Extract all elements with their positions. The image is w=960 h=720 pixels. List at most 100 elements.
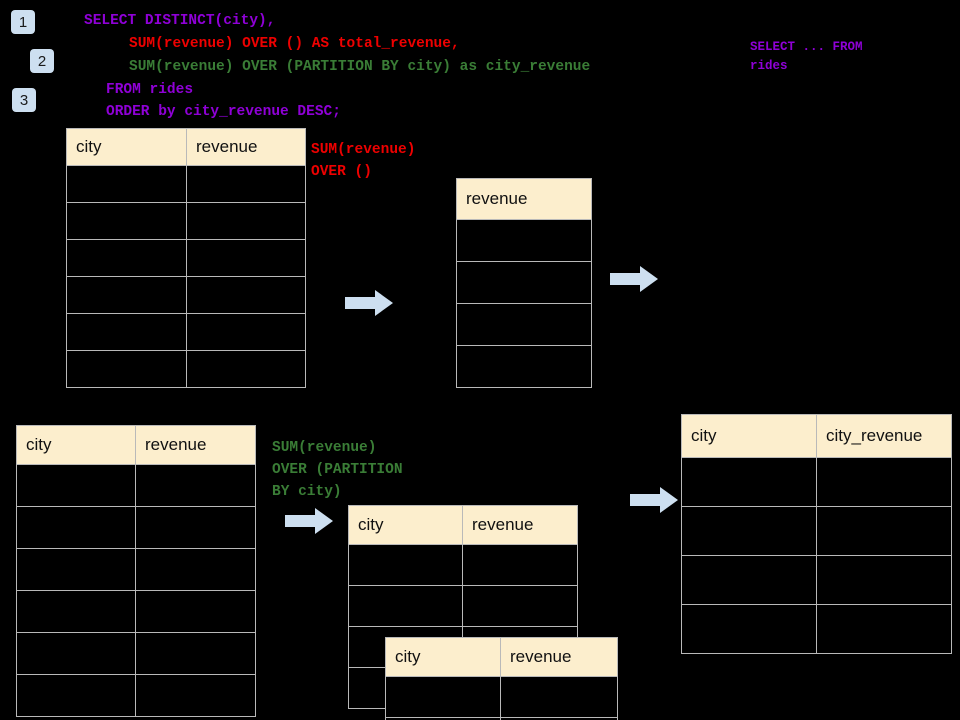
table-cell xyxy=(135,506,256,549)
table-cell xyxy=(816,457,952,507)
annotation-sum-over-empty: SUM(revenue) OVER () xyxy=(311,139,415,183)
step-badge-2: 2 xyxy=(30,49,54,73)
table-cell xyxy=(66,276,187,314)
table-cell xyxy=(681,555,817,605)
arrow-top-left xyxy=(345,290,393,316)
column-header-revenue: revenue xyxy=(186,128,306,166)
table-cell xyxy=(135,548,256,591)
table-row xyxy=(385,717,618,720)
table-cell xyxy=(16,590,136,633)
step-badge-3: 3 xyxy=(12,88,36,112)
annotation-sum-over-empty-line-2: OVER () xyxy=(311,164,372,180)
right-arrow-icon xyxy=(285,508,333,534)
column-header-city: city xyxy=(66,128,187,166)
table-row xyxy=(66,239,306,277)
annotation-select-from-rides: SELECT ... FROM rides xyxy=(750,38,863,76)
column-header-revenue: revenue xyxy=(500,637,618,677)
sql-line-5: ORDER by city_revenue DESC; xyxy=(106,104,341,120)
table-row xyxy=(456,345,592,388)
column-header-city_revenue: city_revenue xyxy=(816,414,952,458)
table-row xyxy=(66,313,306,351)
table-total-revenue: revenue xyxy=(456,178,592,388)
sql-line-4: FROM rides xyxy=(106,82,194,98)
table-cell xyxy=(456,303,592,346)
table-cell xyxy=(385,676,501,718)
table-cell xyxy=(456,261,592,304)
table-cell xyxy=(816,506,952,556)
table-row xyxy=(681,555,952,605)
table-row xyxy=(456,303,592,346)
column-header-city: city xyxy=(16,425,136,465)
arrow-bottom-left xyxy=(285,508,333,534)
table-row xyxy=(16,674,256,717)
table-cell xyxy=(462,544,578,586)
table-cell xyxy=(135,674,256,717)
table-cell xyxy=(135,464,256,507)
table-row xyxy=(66,276,306,314)
column-header-city: city xyxy=(681,414,817,458)
arrow-top-right xyxy=(610,266,658,292)
column-header-revenue: revenue xyxy=(462,505,578,545)
column-header-city: city xyxy=(385,637,501,677)
table-cell xyxy=(66,239,187,277)
sql-line-2: SUM(revenue) OVER () AS total_revenue, xyxy=(129,36,460,52)
table-row xyxy=(456,219,592,262)
table-cell xyxy=(816,604,952,654)
table-cell xyxy=(186,313,306,351)
table-cell xyxy=(16,548,136,591)
table-cell xyxy=(16,464,136,507)
table-cell xyxy=(135,632,256,675)
table-cell xyxy=(16,632,136,675)
table-cell xyxy=(462,585,578,627)
table-cell xyxy=(500,717,618,720)
table-cell xyxy=(16,506,136,549)
table-cell xyxy=(66,313,187,351)
annotation-select-from-rides-line-2: rides xyxy=(750,59,788,73)
annotation-select-from-rides-line-1: SELECT ... FROM xyxy=(750,40,863,54)
annotation-sum-over-partition-line-1: SUM(revenue) xyxy=(272,440,377,456)
table-cell xyxy=(66,350,187,388)
table-cell xyxy=(681,457,817,507)
table-row xyxy=(66,165,306,203)
table-row xyxy=(456,261,592,304)
table-row xyxy=(16,632,256,675)
table-row xyxy=(348,585,578,627)
table-cell xyxy=(348,544,463,586)
table-cell xyxy=(66,165,187,203)
table-cell xyxy=(186,276,306,314)
table-cell xyxy=(500,676,618,718)
table-header-row: revenue xyxy=(456,178,592,220)
arrow-bottom-right xyxy=(630,487,678,513)
annotation-sum-over-empty-line-1: SUM(revenue) xyxy=(311,142,416,158)
table-cell xyxy=(348,585,463,627)
sql-line-1: SELECT DISTINCT(city), xyxy=(84,13,276,29)
table-row xyxy=(66,202,306,240)
table-row xyxy=(681,457,952,507)
table-cell xyxy=(456,219,592,262)
table-cell xyxy=(681,506,817,556)
annotation-sum-over-partition: SUM(revenue) OVER (PARTITION BY city) xyxy=(272,437,403,503)
table-row xyxy=(681,506,952,556)
table-cell xyxy=(66,202,187,240)
table-row xyxy=(66,350,306,388)
sql-line-3: SUM(revenue) OVER (PARTITION BY city) as… xyxy=(129,59,591,75)
table-cell xyxy=(681,604,817,654)
table-row xyxy=(348,544,578,586)
right-arrow-icon xyxy=(345,290,393,316)
right-arrow-icon xyxy=(630,487,678,513)
table-row xyxy=(16,590,256,633)
annotation-sum-over-partition-line-2: OVER (PARTITION xyxy=(272,462,403,478)
annotation-sum-over-partition-line-3: BY city) xyxy=(272,484,342,500)
step-badge-1: 1 xyxy=(11,10,35,34)
table-cell xyxy=(186,350,306,388)
table-row xyxy=(16,464,256,507)
column-header-revenue: revenue xyxy=(135,425,256,465)
